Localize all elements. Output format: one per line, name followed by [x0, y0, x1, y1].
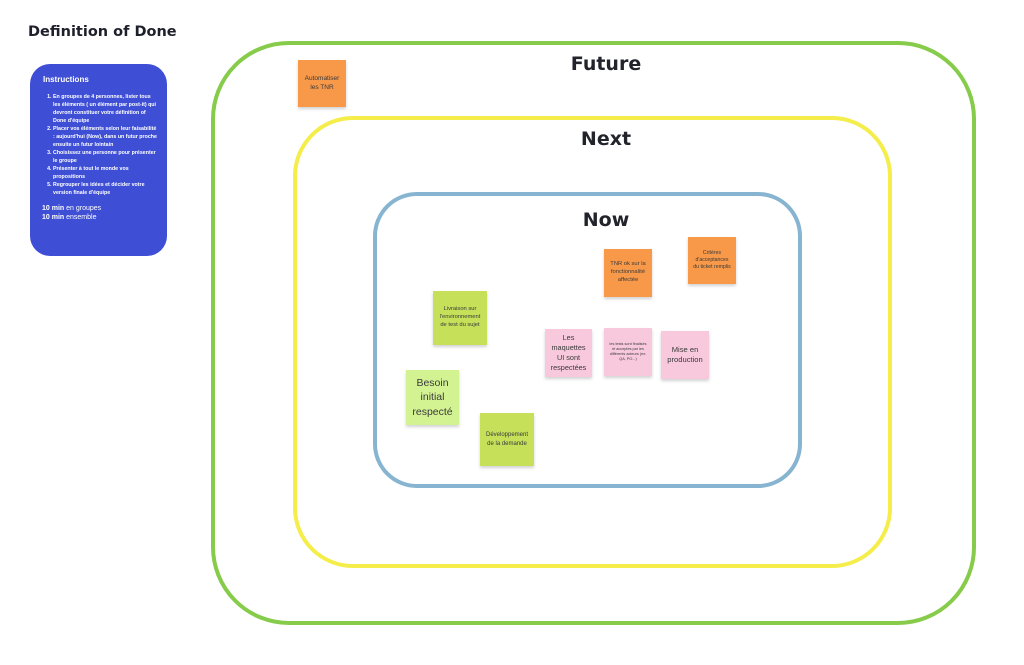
time-groups-value: 10 min: [42, 204, 65, 212]
instructions-title: Instructions: [43, 75, 89, 84]
instruction-step-1: En groupes de 4 personnes, lister tous l…: [53, 94, 157, 126]
instructions-card[interactable]: Instructions En groupes de 4 personnes, …: [30, 64, 167, 256]
time-together: 10 min ensemble: [42, 213, 157, 222]
next-ring[interactable]: [293, 116, 892, 568]
time-groups-text: en groupes: [64, 204, 102, 212]
time-together-text: ensemble: [64, 213, 97, 221]
instructions-times: 10 min en groupes 10 min ensemble: [42, 204, 157, 222]
next-label: Next: [580, 128, 632, 150]
instruction-step-5: Regrouper les idées et décider votre ver…: [53, 182, 157, 198]
now-ring[interactable]: [373, 192, 802, 488]
instruction-step-2: Placer vos éléments selon leur faisabili…: [53, 126, 157, 150]
now-label: Now: [582, 209, 630, 231]
sticky-criteres-acceptances[interactable]: Critères d'acceptances du ticket remplis: [688, 237, 736, 284]
sticky-livraison[interactable]: Livraison sur l'environnement de test du…: [433, 291, 487, 345]
future-ring[interactable]: [211, 41, 976, 625]
sticky-automatiser-tnr[interactable]: Automatiser les TNR: [298, 60, 346, 107]
sticky-tests-finalises[interactable]: les tests sont finalisés et acceptés par…: [604, 328, 652, 376]
instruction-step-3: Choisissez une personne pour présenter l…: [53, 150, 157, 166]
time-together-value: 10 min: [42, 213, 65, 221]
board-title: Definition of Done: [28, 24, 177, 40]
instruction-step-4: Présenter à tout le monde vos propositio…: [53, 166, 157, 182]
sticky-besoin-initial[interactable]: Besoin initial respecté: [406, 370, 459, 425]
sticky-tnr-ok[interactable]: TNR ok sur la fonctionnalité affectée: [604, 249, 652, 297]
sticky-mise-en-production[interactable]: Mise en production: [661, 331, 709, 379]
sticky-developpement[interactable]: Développement de la demande: [480, 413, 534, 466]
future-label: Future: [570, 53, 642, 75]
sticky-maquettes-ui[interactable]: Les maquettes UI sont respectées: [545, 329, 592, 377]
time-groups: 10 min en groupes: [42, 204, 157, 213]
instructions-steps: En groupes de 4 personnes, lister tous l…: [42, 94, 157, 198]
